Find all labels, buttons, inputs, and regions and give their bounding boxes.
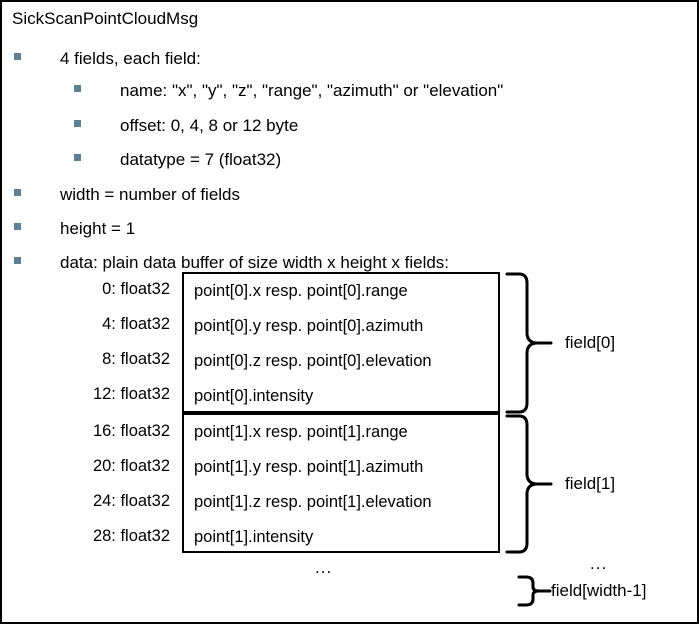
bullet-row-data: data: plain data buffer of size width x … — [14, 252, 449, 274]
field-label-1: field[1] — [565, 474, 616, 493]
bullet-label: width = number of fields — [60, 185, 241, 204]
bullet-square-icon — [74, 154, 81, 161]
data-box-line: point[0].z resp. point[0].elevation — [194, 352, 432, 370]
bullet-row-height: height = 1 — [14, 218, 135, 240]
offset-label: 0: float32 — [102, 280, 170, 298]
data-box-field-0: point[0].x resp. point[0].range point[0]… — [182, 272, 500, 413]
bullet-row-name: name: "x", "y", "z", "range", "azimuth" … — [74, 80, 503, 102]
data-box-line: point[1].z resp. point[1].elevation — [194, 493, 432, 511]
offset-label: 28: float32 — [92, 527, 170, 545]
bullet-row-width: width = number of fields — [14, 184, 240, 206]
ellipsis-center: ... — [315, 558, 333, 577]
data-box-field-1: point[1].x resp. point[1].range point[1]… — [182, 413, 500, 553]
brace-field-0-icon — [505, 272, 553, 414]
bullet-label: datatype = 7 (float32) — [120, 150, 282, 169]
data-box-line: point[0].y resp. point[0].azimuth — [194, 317, 424, 335]
offset-label: 24: float32 — [92, 492, 170, 510]
bullet-label: data: plain data buffer of size width x … — [60, 253, 450, 272]
bullet-square-icon — [74, 120, 81, 127]
field-label-last: field[width-1] — [551, 581, 647, 600]
data-box-line: point[0].x resp. point[0].range — [194, 282, 408, 300]
bullet-label: height = 1 — [60, 219, 136, 238]
bullet-square-icon — [14, 223, 21, 230]
data-box-line: point[0].intensity — [194, 387, 314, 405]
field-label-0: field[0] — [565, 333, 616, 352]
offset-label: 12: float32 — [92, 385, 170, 403]
bullet-label: name: "x", "y", "z", "range", "azimuth" … — [120, 81, 504, 100]
brace-field-1-icon — [505, 414, 553, 554]
bullet-row-datatype: datatype = 7 (float32) — [74, 149, 281, 171]
offset-label: 4: float32 — [102, 315, 170, 333]
bullet-label: offset: 0, 4, 8 or 12 byte — [120, 116, 299, 135]
data-box-line: point[1].y resp. point[1].azimuth — [194, 458, 424, 476]
bullet-row-offset: offset: 0, 4, 8 or 12 byte — [74, 115, 298, 137]
page-title: SickScanPointCloudMsg — [12, 9, 199, 28]
ellipsis-right: ... — [590, 554, 608, 573]
bullet-square-icon — [74, 85, 81, 92]
offset-label: 16: float32 — [92, 422, 170, 440]
data-box-line: point[1].intensity — [194, 528, 314, 546]
bullet-row-fields: 4 fields, each field: — [14, 48, 201, 70]
bullet-square-icon — [14, 257, 21, 264]
data-box-line: point[1].x resp. point[1].range — [194, 423, 408, 441]
bullet-square-icon — [14, 189, 21, 196]
offset-label: 20: float32 — [92, 457, 170, 475]
brace-field-last-icon — [517, 575, 552, 607]
bullet-label: 4 fields, each field: — [60, 49, 201, 68]
bullet-square-icon — [14, 53, 21, 60]
offset-label: 8: float32 — [102, 350, 170, 368]
